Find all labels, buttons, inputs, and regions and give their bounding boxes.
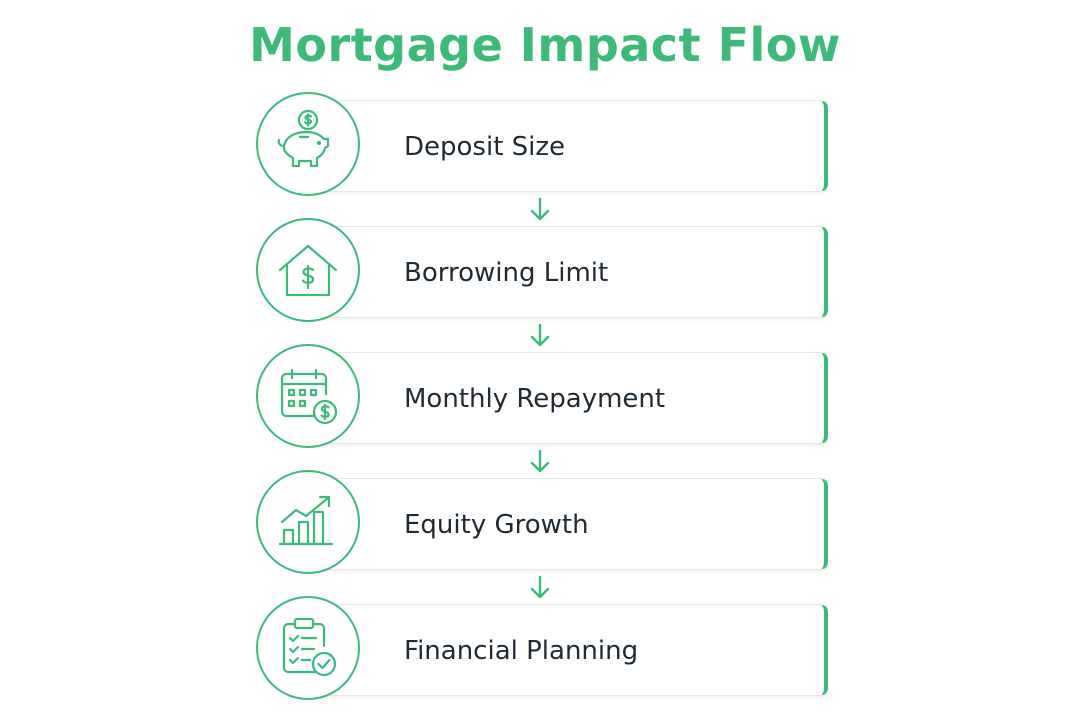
down-arrow-icon [530, 323, 550, 347]
down-arrow-icon [530, 575, 550, 599]
icon-circle [256, 218, 360, 322]
step-card: Financial Planning [308, 604, 828, 696]
down-arrow-icon [530, 449, 550, 473]
step-card: Equity Growth [308, 478, 828, 570]
step-equity-growth: Equity Growth [256, 470, 836, 580]
calendar-dollar-icon [280, 368, 338, 425]
step-label: Deposit Size [404, 132, 566, 162]
icon-circle [256, 92, 360, 196]
diagram-title: Mortgage Impact Flow [249, 18, 841, 72]
icon-circle [256, 470, 360, 574]
growth-chart-icon [278, 495, 334, 546]
piggy-bank-dollar-icon [277, 109, 330, 168]
down-arrow-icon [530, 197, 550, 221]
step-deposit-size: Deposit Size [256, 92, 836, 202]
step-card: Borrowing Limit [308, 226, 828, 318]
step-label: Financial Planning [404, 636, 639, 666]
step-card: Deposit Size [308, 100, 828, 192]
step-borrowing-limit: Borrowing Limit [256, 218, 836, 328]
step-label: Borrowing Limit [404, 258, 609, 288]
clipboard-checklist-icon [282, 617, 337, 677]
step-label: Monthly Repayment [404, 384, 666, 414]
step-card: Monthly Repayment [308, 352, 828, 444]
house-dollar-icon [278, 244, 338, 297]
icon-circle [256, 596, 360, 700]
step-financial-planning: Financial Planning [256, 596, 836, 706]
step-label: Equity Growth [404, 510, 589, 540]
icon-circle [256, 344, 360, 448]
step-monthly-repayment: Monthly Repayment [256, 344, 836, 454]
